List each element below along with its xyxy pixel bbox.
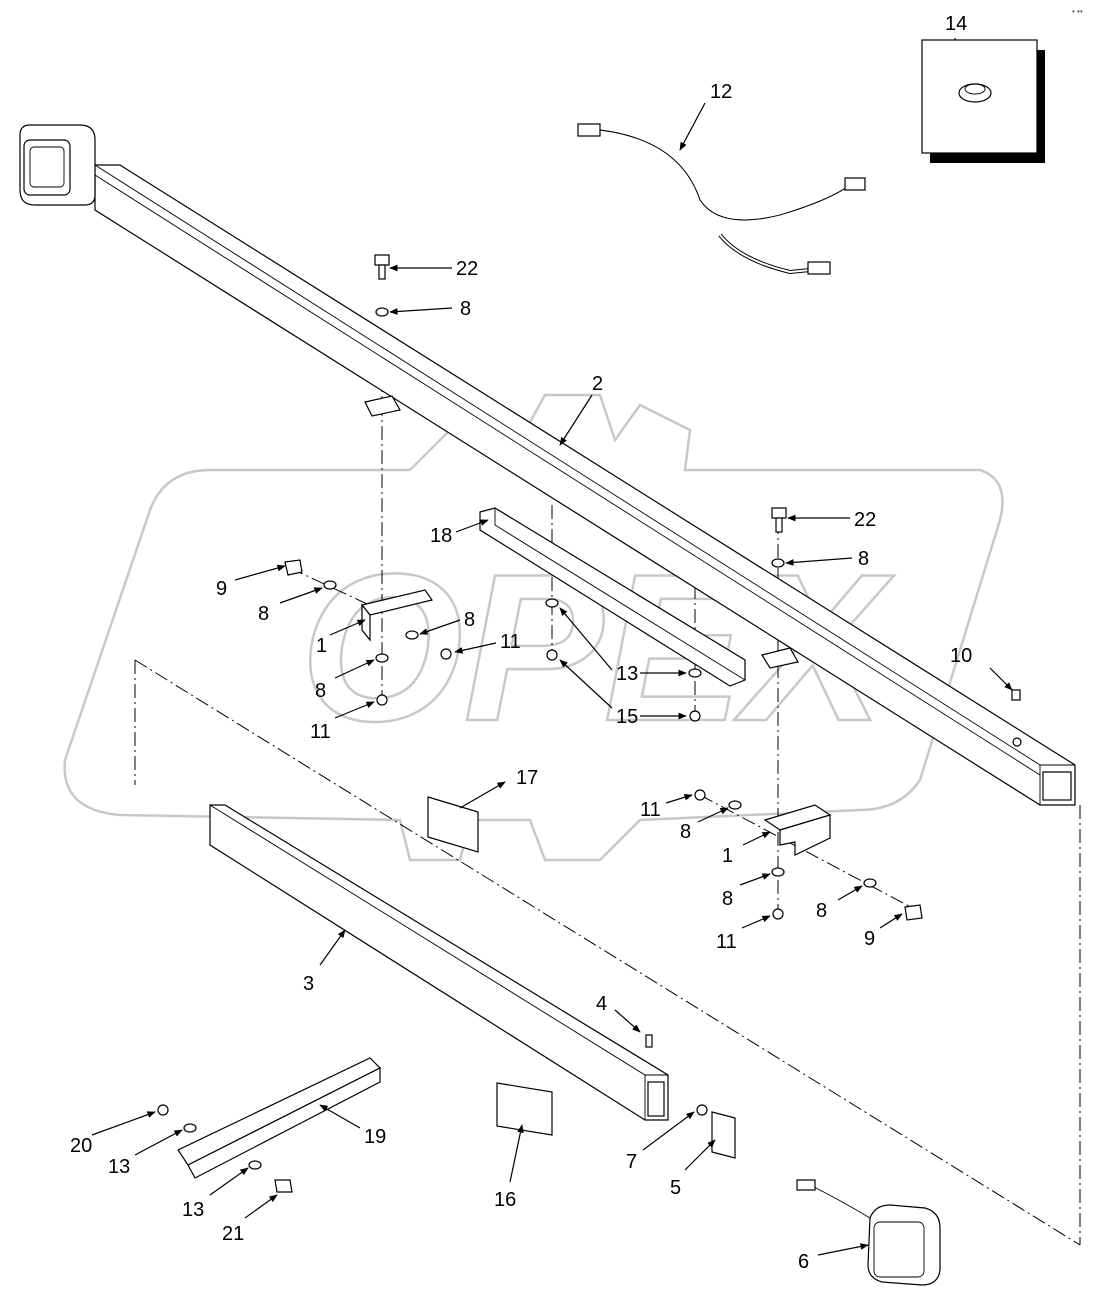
callout-9-left: 9 <box>216 578 227 600</box>
callout-4: 4 <box>596 993 607 1015</box>
callout-1-right: 1 <box>722 845 733 867</box>
right-lamp <box>796 1179 941 1286</box>
leader-lines <box>91 38 1013 1256</box>
main-tube <box>94 164 1076 806</box>
bracket-part-5 <box>711 1111 736 1159</box>
callout-6: 6 <box>798 1251 809 1273</box>
channel-part-18 <box>479 507 746 687</box>
callout-7: 7 <box>626 1151 637 1173</box>
callout-5: 5 <box>670 1177 681 1199</box>
callout-13-center: 13 <box>616 663 638 685</box>
callout-8-right-mid: 8 <box>680 821 691 843</box>
callout-labels: 14 12 22 8 2 18 22 8 9 8 8 1 11 8 11 13 … <box>70 13 972 1273</box>
corner-marker: • •• <box>1072 7 1083 16</box>
decal-16 <box>496 1082 553 1136</box>
callout-11-right: 11 <box>716 931 737 953</box>
callout-20: 20 <box>70 1135 92 1157</box>
callout-13-bottom: 13 <box>182 1199 204 1221</box>
callout-8-top: 8 <box>460 298 471 320</box>
callout-18: 18 <box>430 525 452 547</box>
callout-11-center: 11 <box>500 631 521 653</box>
assembly-line-main <box>134 659 1081 1246</box>
callout-8-left-lower: 8 <box>315 680 326 702</box>
channel-part-19 <box>177 1057 382 1179</box>
callout-11-left: 11 <box>310 721 331 743</box>
assembly-line-pin-right <box>699 794 921 913</box>
callout-22-top: 22 <box>456 258 478 280</box>
bracket-left <box>360 589 433 642</box>
callout-22-right: 22 <box>854 509 876 531</box>
hardware <box>157 254 1022 1193</box>
callout-15: 15 <box>616 706 638 728</box>
tube-plate-right <box>761 647 799 669</box>
callout-8-right-top: 8 <box>858 548 869 570</box>
bracket-right <box>763 804 832 856</box>
callout-9-right: 9 <box>864 928 875 950</box>
left-lamp <box>19 124 96 206</box>
callout-19: 19 <box>364 1126 386 1148</box>
decal-17 <box>427 796 479 853</box>
callout-8-center: 8 <box>464 609 475 631</box>
callout-8-right-lower: 8 <box>722 888 733 910</box>
lower-tube <box>209 804 669 1121</box>
callout-14: 14 <box>945 13 967 35</box>
callout-13-lower: 13 <box>108 1156 130 1178</box>
wire-harness <box>577 123 866 275</box>
tube-plate-left <box>364 395 401 417</box>
callout-21: 21 <box>222 1223 244 1245</box>
assembly-line-pin-left <box>289 567 381 611</box>
callout-8-left: 8 <box>258 603 269 625</box>
callout-8-right-pin: 8 <box>816 900 827 922</box>
callout-10: 10 <box>950 645 972 667</box>
callout-1-left: 1 <box>316 635 327 657</box>
callout-12: 12 <box>710 81 732 103</box>
callout-16: 16 <box>494 1189 516 1211</box>
callout-3: 3 <box>303 973 314 995</box>
callout-17: 17 <box>516 767 538 789</box>
callout-11-right-top: 11 <box>640 799 661 821</box>
callout-2: 2 <box>592 373 603 395</box>
grommet-box <box>921 39 1045 163</box>
